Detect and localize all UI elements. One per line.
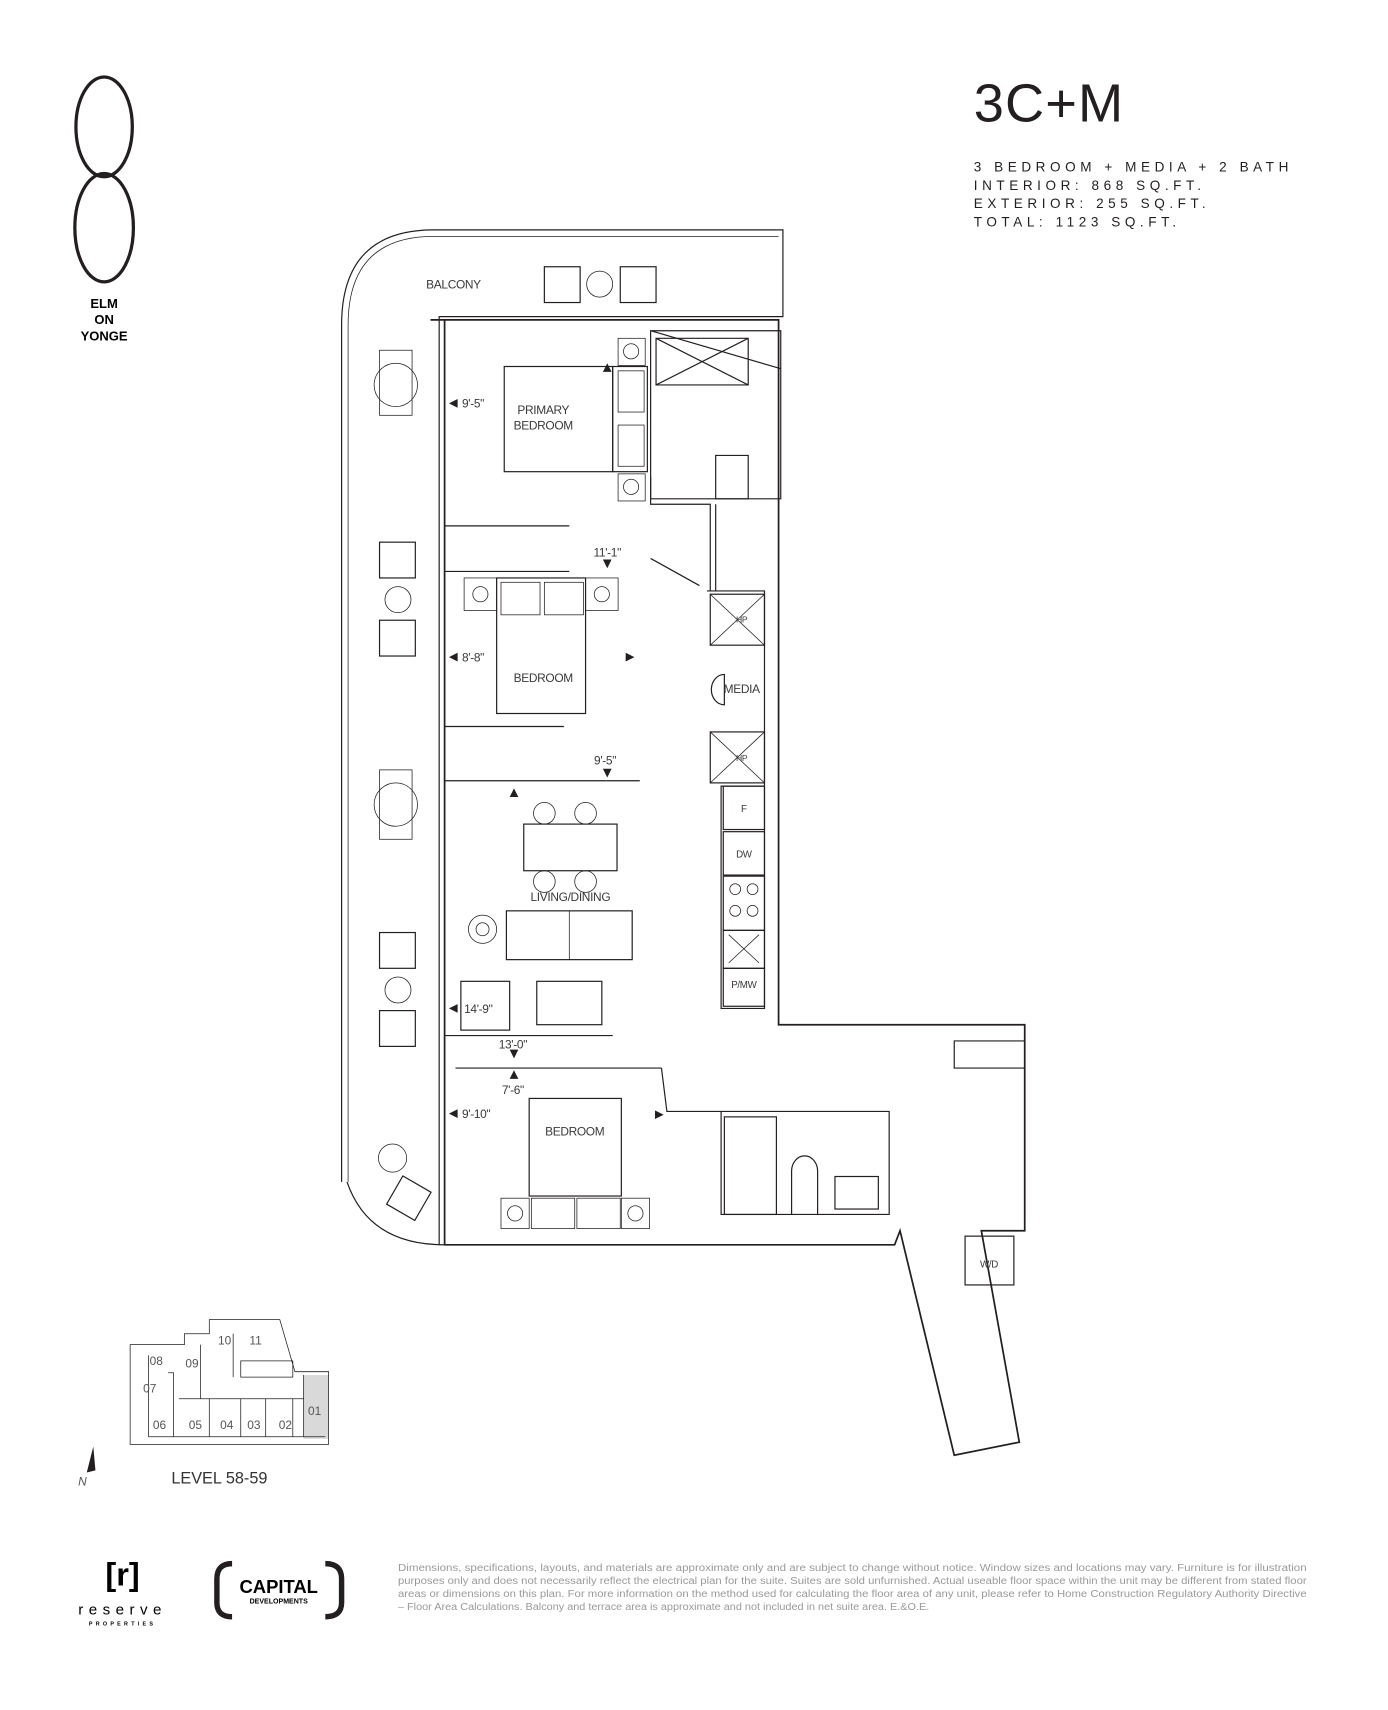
key-unit-06: 06 (153, 1418, 167, 1432)
room-label-primary-bedroom-1: PRIMARY (517, 403, 569, 417)
unit-walls (430, 319, 1026, 1457)
room-label-balcony: BALCONY (426, 277, 481, 291)
dim-bedroom2-length: 11'-1" (594, 545, 622, 559)
disclaimer: Dimensions, specifications, layouts, and… (398, 1563, 1307, 1613)
room-label-primary-bedroom-2: BEDROOM (514, 418, 573, 432)
reserve-properties-logo: [r] reserve PROPERTIES (78, 1556, 167, 1627)
key-unit-11: 11 (249, 1334, 262, 1348)
fridge-label: F (741, 804, 747, 815)
dim-bedroom2-depth: 9'-5" (594, 753, 616, 767)
key-unit-09: 09 (185, 1356, 199, 1370)
key-plan-level: LEVEL 58-59 (171, 1469, 267, 1487)
key-unit-07: 07 (143, 1381, 157, 1395)
washer-dryer-label: W/D (980, 1260, 998, 1271)
room-label-media: MEDIA (724, 682, 760, 696)
key-unit-08: 08 (150, 1354, 164, 1368)
key-unit-03: 03 (247, 1418, 261, 1432)
unit-spec-total: TOTAL: 1123 SQ.FT. (974, 215, 1181, 230)
unit-spec-exterior: EXTERIOR: 255 SQ.FT. (974, 196, 1210, 211)
key-unit-10: 10 (218, 1334, 232, 1348)
unit-floor-plan: BALCONY PRIMARY BEDROOM BEDROOM BEDROOM … (340, 229, 1026, 1457)
key-unit-04: 04 (220, 1418, 234, 1432)
dishwasher-label: DW (736, 850, 753, 861)
dim-primary-width: 9'-5" (462, 397, 484, 411)
disclaimer-line-2: purposes only and does not necessarily r… (398, 1576, 1307, 1587)
disclaimer-line-1: Dimensions, specifications, layouts, and… (398, 1563, 1307, 1574)
logo-line-2: ON (94, 312, 114, 327)
key-plan: 01 02 03 04 05 06 07 08 09 10 11 N LEVEL… (78, 1319, 329, 1489)
unit-spec-rooms: 3 BEDROOM + MEDIA + 2 BATH (974, 159, 1293, 174)
north-label: N (78, 1475, 87, 1489)
hp-label-1: HP (736, 614, 748, 624)
room-label-living-dining: LIVING/DINING (530, 890, 610, 904)
elm-on-yonge-logo: ELM ON YONGE (73, 75, 136, 343)
reserve-logo-name: reserve (78, 1602, 167, 1619)
room-label-bedroom-2: BEDROOM (514, 671, 573, 685)
key-unit-02: 02 (279, 1418, 293, 1432)
unit-title: 3C+M (974, 73, 1124, 133)
reserve-logo-sub: PROPERTIES (89, 1621, 156, 1627)
hp-label-2: HP (736, 753, 748, 763)
dim-bedroom3-length: 7'-6" (502, 1083, 524, 1097)
key-unit-05: 05 (189, 1418, 203, 1432)
balcony-outline (340, 229, 784, 1246)
dim-living-length: 13'-0" (499, 1038, 527, 1052)
key-plan-highlight-unit-01 (303, 1374, 329, 1439)
disclaimer-line-3: areas or dimensions on this plan. For mo… (398, 1589, 1307, 1600)
dim-living-width: 14'-9" (464, 1002, 492, 1016)
room-label-bedroom-3: BEDROOM (545, 1124, 604, 1138)
disclaimer-line-4: – Floor Area Calculations. Balcony and t… (398, 1602, 929, 1613)
unit-spec-interior: INTERIOR: 868 SQ.FT. (974, 178, 1206, 193)
capital-developments-logo: CAPITAL DEVELOPMENTS (214, 1560, 345, 1620)
dim-bedroom3-width: 9'-10" (462, 1107, 490, 1121)
capital-logo-sub: DEVELOPMENTS (250, 1599, 309, 1606)
reserve-logo-mark: [r] (105, 1556, 139, 1592)
key-unit-01: 01 (308, 1404, 322, 1418)
dim-bedroom2-width: 8'-8" (462, 650, 484, 664)
north-arrow-icon (86, 1446, 96, 1473)
capital-logo-name: CAPITAL (239, 1576, 317, 1597)
pantry-mw-label: P/MW (731, 980, 757, 991)
dimension-arrows (448, 363, 664, 1120)
logo-line-1: ELM (90, 296, 117, 311)
logo-line-3: YONGE (81, 328, 128, 343)
